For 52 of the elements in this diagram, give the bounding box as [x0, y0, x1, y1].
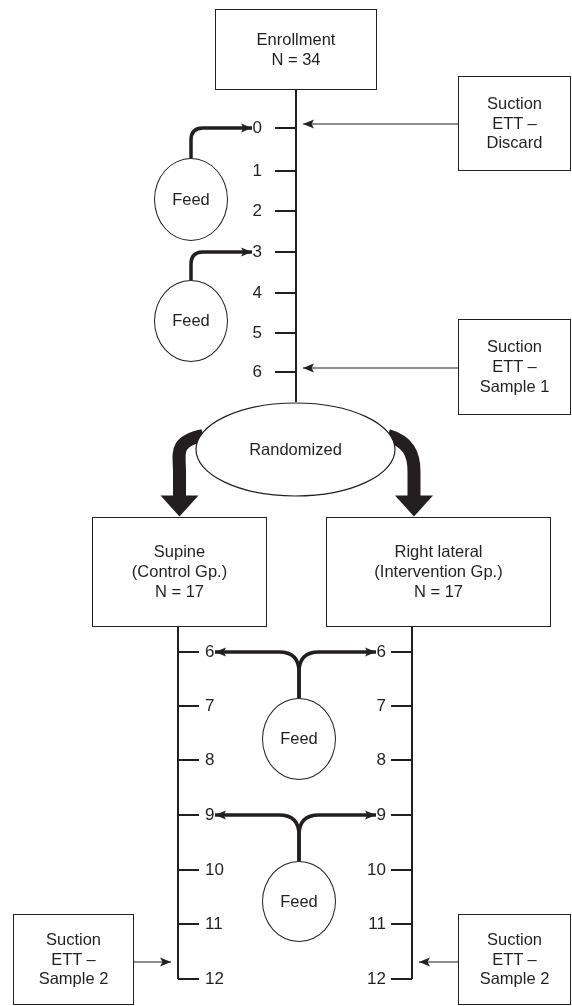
tick-label: 9: [376, 806, 386, 824]
tick-label: 7: [376, 697, 386, 715]
tick-label: 3: [252, 243, 262, 261]
tick-label: 11: [368, 915, 386, 933]
node-label: Randomized: [249, 439, 342, 460]
node-label: Suction ETT – Sample 2: [479, 929, 550, 990]
thick-arrow: [160, 429, 205, 517]
tick-label: 12: [205, 970, 224, 988]
process-box: [13, 914, 134, 1005]
tick-label: 11: [205, 915, 223, 933]
node-label: Suction ETT – Sample 1: [479, 337, 550, 397]
node-label: Supine (Control Gp.) N = 17: [130, 542, 229, 602]
arrow: [302, 119, 459, 129]
node-label: Feed: [280, 891, 318, 912]
arrow: [297, 810, 376, 861]
timeline-axis: [390, 627, 413, 981]
decision-ellipse: [195, 402, 396, 497]
node-label: Feed: [172, 189, 210, 210]
tick-label: 8: [376, 751, 386, 769]
process-box: [458, 914, 571, 1005]
tick-label: 9: [205, 806, 215, 824]
arrow: [189, 123, 252, 158]
process-box: [458, 76, 571, 171]
node-label: Right lateral (Intervention Gp.) N = 17: [373, 542, 504, 602]
tick-label: 6: [205, 643, 215, 661]
tick-label: 1: [252, 162, 262, 180]
timeline-axis: [177, 627, 200, 981]
tick-label: 2: [252, 202, 262, 220]
tick-label: 5: [252, 324, 262, 342]
arrow: [418, 957, 459, 967]
tick-label: 10: [205, 861, 224, 879]
group-box: [326, 517, 551, 627]
arrow: [302, 363, 459, 373]
node-label: Feed: [280, 729, 318, 749]
process-box: [458, 319, 571, 415]
node-label: Suction ETT – Sample 2: [38, 929, 109, 990]
tick-label: 10: [367, 861, 386, 879]
process-box: [215, 9, 377, 90]
arrow: [189, 247, 252, 280]
tick-label: 8: [205, 751, 215, 769]
tick-label: 6: [252, 363, 262, 381]
group-box: [92, 517, 267, 627]
tick-label: 7: [205, 697, 215, 715]
tick-label: 12: [367, 970, 386, 988]
arrow: [133, 957, 172, 967]
node-label: Suction ETT – Discard: [485, 93, 544, 154]
tick-label: 0: [252, 119, 262, 137]
node-label: Enrollment N = 34: [255, 29, 337, 70]
tick-label: 6: [376, 643, 386, 661]
tick-label: 4: [252, 284, 262, 302]
arrow: [297, 647, 376, 698]
node-label: Feed: [172, 311, 210, 331]
